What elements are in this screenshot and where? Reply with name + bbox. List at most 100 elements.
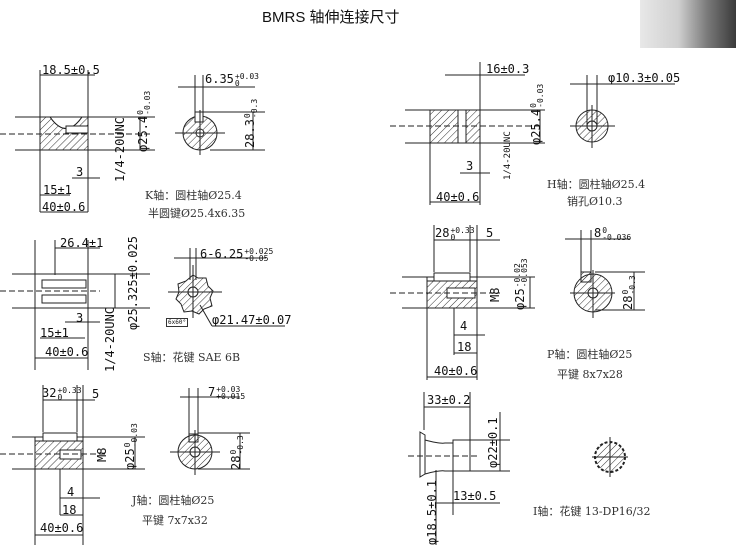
k-thread-dim: 1/4-20UNC	[113, 116, 127, 182]
p-shaft-section	[565, 230, 645, 318]
p-key-offset-dim: 5	[486, 226, 494, 240]
j-thread-dim: M8	[95, 447, 109, 462]
i-length-dim: 33±0.2	[427, 393, 471, 407]
j-key-offset-dim: 5	[92, 387, 100, 401]
value: φ25	[513, 288, 527, 310]
upper-tol: +0.33	[450, 226, 475, 235]
j-caption-line2: 平键 7x7x32	[142, 514, 208, 527]
lower-tol: -0.3	[236, 435, 245, 455]
j-depth-dim: 4	[67, 485, 75, 499]
s-depth-dim: 3	[76, 311, 84, 325]
k-shaft-side-view	[0, 70, 155, 213]
i-shaft-spline-section	[592, 437, 628, 477]
upper-tol: 0	[602, 226, 608, 235]
s-diameter-dim: φ25.325±0.025	[126, 236, 140, 330]
h-caption-line2: 销孔Ø10.3	[567, 195, 623, 208]
i-caption-line1: I轴：花键 13-DP16/32	[533, 505, 651, 518]
upper-tol: +0.025	[244, 247, 274, 256]
value: 6-6.25	[200, 247, 244, 261]
k-total-length-dim: 40±0.6	[42, 200, 86, 214]
page-title: BMRS 轴伸连接尺寸	[262, 9, 400, 26]
i-diameter-dim: φ22±0.1	[486, 417, 500, 468]
lower-tol: -0.03	[130, 423, 139, 448]
h-depth-dim: 3	[466, 159, 474, 173]
s-angle-label: 6x60°	[166, 318, 189, 327]
lower-tol: -0.3	[628, 275, 637, 295]
p-shaft-side-view	[390, 225, 535, 380]
k-caption-line2: 半圆键Ø25.4x6.35	[148, 207, 246, 220]
s-minor-diameter-dim: φ21.47±0.07	[212, 313, 292, 327]
p-thread-length-dim: 18	[457, 340, 472, 354]
k-length-dim: 18.5±0.5	[42, 63, 100, 77]
p-caption-line2: 平键 8x7x28	[557, 368, 623, 381]
j-caption-line1: J轴：圆柱轴Ø25	[132, 494, 215, 507]
s-thread-dim: 1/4-20UNC	[103, 306, 117, 372]
i-shaft-side-view	[408, 392, 510, 545]
s-offset-dim: 15±1	[40, 326, 69, 340]
motor-photo	[640, 0, 736, 48]
value: 32	[42, 386, 57, 400]
j-thread-length-dim: 18	[62, 503, 77, 517]
value: 28	[229, 455, 243, 470]
j-shaft-section	[170, 388, 250, 475]
p-thread-dim: M8	[488, 287, 502, 302]
k-offset-dim: 15±1	[43, 183, 72, 197]
value: 6.35	[205, 72, 234, 86]
h-shaft-section	[570, 75, 675, 148]
s-length-dim: 26.4±1	[60, 236, 104, 250]
lower-tol: -0.05	[244, 254, 269, 263]
h-caption-line1: H轴：圆柱轴Ø25.4	[547, 178, 646, 191]
value: φ25.4	[529, 108, 543, 145]
value: 28	[621, 295, 635, 310]
h-length-dim: 16±0.3	[486, 62, 530, 76]
p-total-length-dim: 40±0.6	[434, 364, 478, 378]
value: φ25	[123, 448, 137, 470]
j-total-length-dim: 40±0.6	[40, 521, 84, 535]
lower-tol: -0.03	[536, 83, 545, 108]
value: 28	[435, 226, 450, 240]
value: 28.3	[243, 119, 257, 148]
lower-tol: +0.015	[216, 392, 246, 401]
h-total-length-dim: 40±0.6	[436, 190, 480, 204]
lower-tol: -0.036	[602, 233, 632, 242]
lower-tol: -0.3	[250, 98, 259, 119]
p-caption-line1: P轴：圆柱轴Ø25	[547, 348, 633, 361]
s-spline-width-dim: 6-6.25+0.025-0.05	[200, 247, 274, 263]
k-shaft-section	[175, 75, 265, 155]
s-total-length-dim: 40±0.6	[45, 345, 89, 359]
lower-tol: 0	[234, 79, 240, 88]
s-shaft-spline-section	[168, 248, 285, 327]
h-shaft-side-view	[390, 62, 545, 205]
s-caption-line1: S轴：花键 SAE 6B	[143, 351, 241, 364]
i-neck-diameter-dim: φ18.5±0.1	[425, 479, 439, 545]
lower-tol: 0	[57, 393, 63, 402]
lower-tol: -0.053	[520, 258, 529, 288]
p-diameter-dim: φ25-0.02-0.053	[513, 258, 529, 310]
upper-tol: +0.03	[234, 72, 259, 81]
upper-tol: +0.33	[57, 386, 82, 395]
value: φ25.4	[136, 115, 150, 152]
h-pin-dim: φ10.3±0.05	[608, 71, 681, 85]
s-shaft-side-view	[0, 240, 150, 370]
lower-tol: -0.03	[143, 90, 152, 115]
value: 8	[594, 226, 602, 240]
k-caption-line1: K轴：圆柱轴Ø25.4	[145, 189, 242, 202]
p-depth-dim: 4	[460, 319, 468, 333]
h-thread-dim: 1/4-20UNC	[503, 131, 513, 180]
k-depth-dim: 3	[76, 165, 84, 179]
upper-tol: +0.03	[216, 385, 241, 394]
i-spline-length-dim: 13±0.5	[453, 489, 497, 503]
value: 7	[208, 385, 216, 399]
